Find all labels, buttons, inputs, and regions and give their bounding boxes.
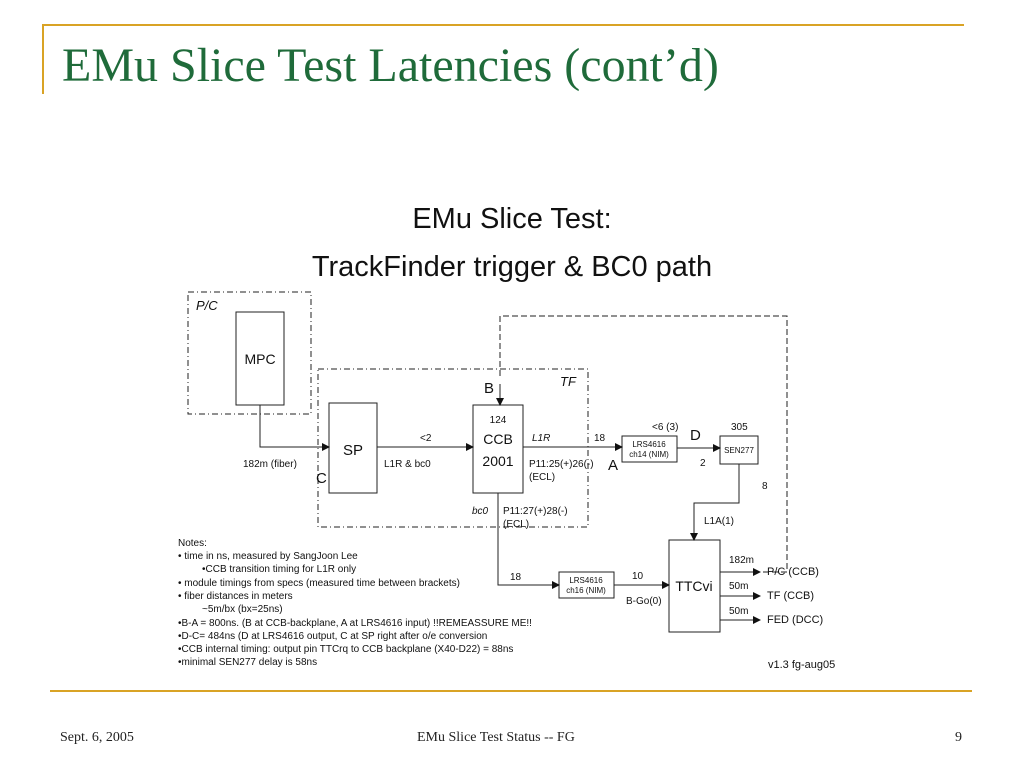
lrs-top-label-1: LRS4616 <box>632 440 666 449</box>
lrs-sen-latency-label: 2 <box>700 458 706 469</box>
ccb-lrs-bottom-latency-label: 18 <box>510 572 522 583</box>
l1a-label: L1A(1) <box>704 516 734 527</box>
notes-line: • module timings from specs (measured ti… <box>178 578 460 589</box>
slide-title: EMu Slice Test Latencies (cont’d) <box>62 39 719 92</box>
notes-line: • time in ns, measured by SangJoon Lee <box>178 551 358 562</box>
bc0-return-path <box>499 315 788 573</box>
lrs-bottom-label-1: LRS4616 <box>569 576 603 585</box>
ccb-label-1: CCB <box>483 431 513 447</box>
notes-block: Notes: • time in ns, measured by SangJoo… <box>178 538 532 668</box>
mpc-box <box>235 311 285 406</box>
notes-line: •B-A = 800ns. (B at CCB-backplane, A at … <box>178 618 532 629</box>
ccb-bc0-to-lrs-bottom-line <box>497 493 560 589</box>
pc-group-label: P/C <box>196 298 218 313</box>
output-tf-ccb-label: TF (CCB) <box>767 590 814 602</box>
sen-to-ttcvi-line <box>690 464 740 541</box>
lrs-top-latency-label: <6 (3) <box>652 422 678 433</box>
lrs-ttcvi-latency-label: 10 <box>632 571 644 582</box>
mpc-to-sp-line <box>259 405 330 451</box>
sen277-box <box>719 435 759 465</box>
fiber-182m-label: 182m (fiber) <box>243 459 297 470</box>
ecl-label-2: (ECL) <box>503 519 529 530</box>
sen-ttcvi-latency-label: 8 <box>762 481 768 492</box>
output-pc-ccb-label: P/C (CCB) <box>767 566 819 578</box>
l1r-bc0-label: L1R & bc0 <box>384 459 431 470</box>
pc-group-box <box>187 291 312 415</box>
lrs-bottom-label-2: ch16 (NIM) <box>566 586 606 595</box>
sp-ccb-latency-label: <2 <box>420 433 432 444</box>
ccb-latency-label: 124 <box>490 415 507 426</box>
lrs-top-label-2: ch14 (NIM) <box>629 450 669 459</box>
tf-group-label: TF <box>560 374 577 389</box>
notes-line: •CCB internal timing: output pin TTCrq t… <box>178 644 513 655</box>
ecl-label-1: (ECL) <box>529 472 555 483</box>
p11-25-label: P11:25(+)26(-) <box>529 459 594 470</box>
output-50m-label-2: 50m <box>729 606 748 617</box>
accent-frame-top <box>42 24 964 26</box>
point-c-label: C <box>316 470 327 487</box>
bc0-label: bc0 <box>472 506 489 517</box>
sen277-label: SEN277 <box>724 446 754 455</box>
p11-27-label: P11:27(+)28(-) <box>503 506 568 517</box>
l1r-label: L1R <box>532 433 550 444</box>
sp-box <box>328 402 378 494</box>
notes-line: •CCB transition timing for L1R only <box>202 564 356 575</box>
output-182m-label: 182m <box>729 555 754 566</box>
ccb-box <box>472 404 524 494</box>
point-a-label: A <box>608 457 618 474</box>
footer-rule <box>50 690 972 692</box>
notes-line: Notes: <box>178 538 207 549</box>
output-50m-label-1: 50m <box>729 581 748 592</box>
output-fed-dcc-label: FED (DCC) <box>767 614 823 626</box>
footer-title: EMu Slice Test Status -- FG <box>417 730 575 745</box>
point-b-label: B <box>484 380 494 397</box>
notes-line: ~5m/bx (bx=25ns) <box>202 604 283 615</box>
notes-line: • fiber distances in meters <box>178 591 293 602</box>
diagram-title-line2: TrackFinder trigger & BC0 path <box>312 251 712 283</box>
point-d-label: D <box>690 427 701 444</box>
footer-page-number: 9 <box>955 730 962 745</box>
mpc-label: MPC <box>244 351 275 367</box>
notes-line: •minimal SEN277 delay is 58ns <box>178 657 317 668</box>
diagram-title-line1: EMu Slice Test: <box>412 203 611 235</box>
lrs-bottom-box <box>558 571 615 599</box>
notes-line: •D-C= 484ns (D at LRS4616 output, C at S… <box>178 631 487 642</box>
ttcvi-label: TTCvi <box>675 578 712 594</box>
tf-group-box <box>317 368 589 528</box>
version-label: v1.3 fg-aug05 <box>768 659 835 671</box>
footer-date: Sept. 6, 2005 <box>60 730 134 745</box>
sp-label: SP <box>343 442 363 459</box>
sen-latency-label: 305 <box>731 422 748 433</box>
ccb-label-2: 2001 <box>482 453 513 469</box>
bgo-label: B-Go(0) <box>626 596 662 607</box>
accent-frame-left <box>42 24 44 94</box>
ccb-lrs-latency-label: 18 <box>594 433 606 444</box>
